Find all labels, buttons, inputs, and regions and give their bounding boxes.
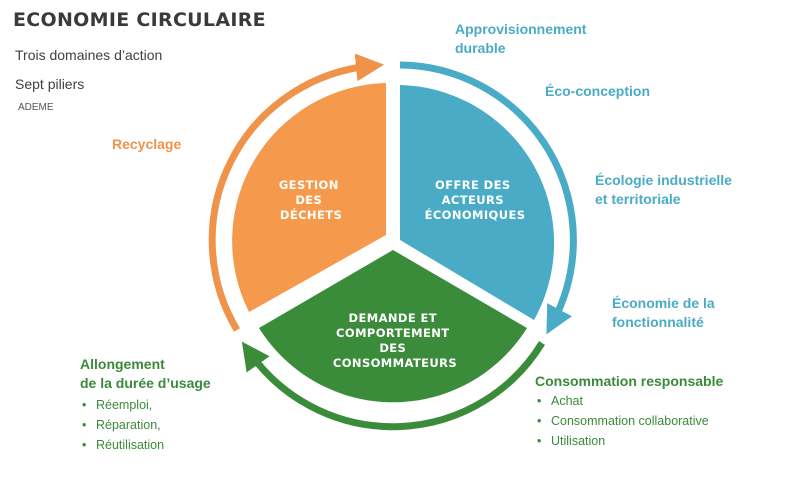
list-item: •Consommation collaborative: [537, 414, 709, 428]
list-item: •Réutilisation: [82, 438, 165, 452]
arrow-green: [241, 341, 545, 431]
pillar-extended-lifetime: Allongement de la durée d’usage •Réemplo…: [80, 355, 211, 455]
list-item: •Réparation,: [82, 418, 161, 432]
list-item: •Réemploi,: [82, 398, 153, 412]
pillar-functionality-economy: Économie de la fonctionnalité: [612, 294, 715, 332]
pillar-sustainable-supply-line-2: durable: [455, 40, 506, 56]
arrow-blue: [399, 61, 577, 335]
sector-demand-line-2: COMPORTEMENT: [336, 326, 449, 340]
sector-waste-text: GESTION DES DÉCHETS: [279, 178, 343, 222]
pillar-functionality-economy-line-1: Économie de la: [612, 295, 715, 311]
pillar-sustainable-supply: Approvisionnement durable: [455, 20, 586, 58]
pillar-extended-lifetime-line-1: Allongement: [80, 356, 165, 372]
pillar-industrial-ecology: Écologie industrielle et territoriale: [595, 171, 732, 209]
sector-offer-line-3: ÉCONOMIQUES: [425, 207, 526, 222]
pillar-recycling: Recyclage: [112, 136, 182, 152]
sector-waste-line-1: GESTION: [279, 178, 339, 192]
pillar-ecodesign: Éco-conception: [545, 83, 651, 99]
pillar-responsible-consumption: Consommation responsable •Achat •Consomm…: [535, 372, 723, 451]
source-label: ADEME: [18, 102, 54, 113]
diagram-title: ECONOMIE CIRCULAIRE: [13, 9, 266, 31]
sector-demand-text: DEMANDE ET COMPORTEMENT DES CONSOMMATEUR…: [333, 311, 457, 370]
sector-offer-line-2: ACTEURS: [442, 193, 504, 207]
pillar-functionality-economy-line-2: fonctionnalité: [612, 314, 704, 330]
list-item: •Utilisation: [537, 434, 606, 448]
pillar-extended-lifetime-line-2: de la durée d’usage: [80, 375, 211, 391]
pillar-sustainable-supply-line-1: Approvisionnement: [455, 21, 587, 37]
pillar-responsible-consumption-title: Consommation responsable: [535, 373, 724, 389]
sector-demand-line-4: CONSOMMATEURS: [333, 356, 457, 370]
sector-waste-management: [232, 83, 386, 312]
sector-offer-line-1: OFFRE DES: [435, 178, 511, 192]
subtitle-pillars: Sept piliers: [15, 76, 85, 92]
sector-demand-line-3: DES: [379, 341, 406, 355]
extended-lifetime-list: •Réemploi, •Réparation, •Réutilisation: [82, 395, 211, 455]
sector-waste-line-2: DES: [295, 193, 322, 207]
subtitle-domains: Trois domaines d’action: [15, 47, 163, 63]
arrow-orange: [208, 53, 384, 332]
sector-economic-actors: [400, 85, 555, 320]
sector-waste-line-3: DÉCHETS: [280, 207, 342, 222]
sector-demand-line-1: DEMANDE ET: [349, 311, 437, 325]
pillar-industrial-ecology-line-1: Écologie industrielle: [595, 172, 732, 188]
responsible-consumption-list: •Achat •Consommation collaborative •Util…: [537, 391, 723, 451]
sector-offer-text: OFFRE DES ACTEURS ÉCONOMIQUES: [425, 178, 526, 222]
sector-consumer-demand: [259, 250, 527, 403]
list-item: •Achat: [537, 394, 583, 408]
pillar-industrial-ecology-line-2: et territoriale: [595, 191, 681, 207]
